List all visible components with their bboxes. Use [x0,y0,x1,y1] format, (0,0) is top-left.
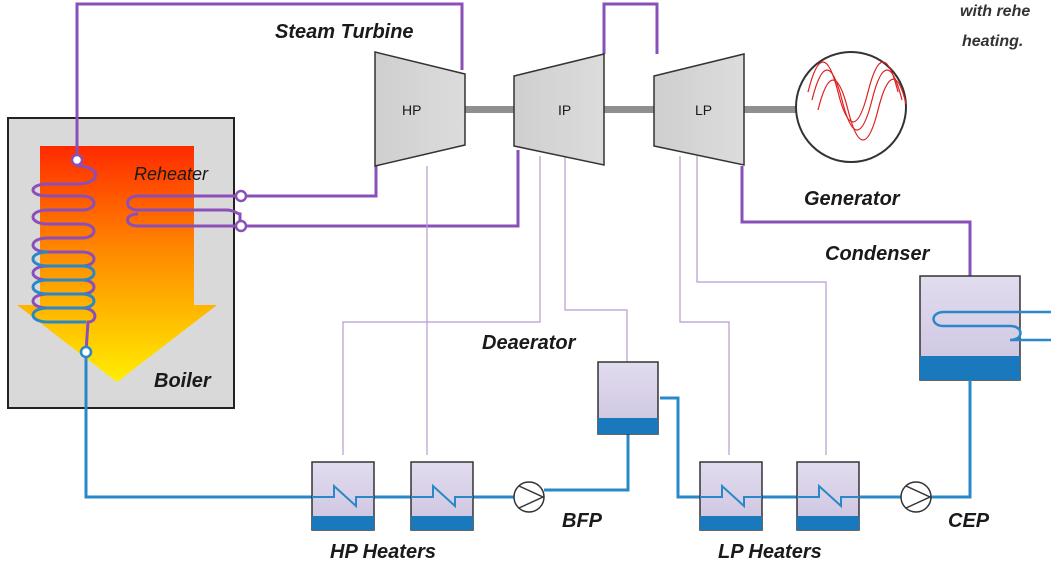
generator: Generator [795,51,907,210]
hp-label: HP [402,102,421,118]
generator-label: Generator [804,188,901,210]
generator-wave-2 [817,78,907,141]
extraction-deaerator [564,156,628,362]
lp1-to-deaerator [660,396,700,499]
bfp-label: BFP [562,510,603,532]
ip-turbine-body [513,53,605,166]
hp-heaters: HP Heaters [311,461,474,563]
lp-turbine-body [653,53,745,166]
condenser-label: Condenser [825,243,931,265]
hp1-to-boiler [84,356,312,499]
condenser-hotwell [920,356,1020,380]
boiler: Reheater Boiler [7,117,242,409]
lp-heater-1-water [700,516,762,530]
extraction-lp2 [696,156,827,455]
hp-heater-1-water [312,516,374,530]
turbine-hp: HP [374,51,466,167]
ip-label: IP [558,102,571,118]
hp-heater-2-tube [411,483,473,509]
lp-heaters-label: LP Heaters [718,541,822,563]
main-steam-line [75,2,464,158]
condenser-cooling-coil [932,310,1051,342]
reheater-label: Reheater [134,164,209,184]
condenser: Condenser [825,243,1051,381]
hp-turbine-body [374,51,466,167]
cep-label: CEP [948,510,990,532]
lp-heater-2-water [797,516,859,530]
bfp-pump-arrow [518,485,545,509]
boiler-inlet-node [79,345,93,359]
economiser-coil [31,250,96,324]
extraction-lines [342,156,827,455]
reheater-outlet-node [234,219,248,233]
bfp-pump: BFP [513,481,603,532]
hp-heaters-label: HP Heaters [330,541,436,563]
steam-lines [75,2,972,276]
cep-pump-body [900,481,932,513]
deaerator-water-level [598,418,658,434]
turbine-shaft [462,106,796,113]
feedwater-lines [84,356,972,499]
generator-wave-3 [807,61,899,123]
hp-heater-1-tube [312,483,374,509]
reheater-coil [126,194,242,228]
hp-heater-2-water [411,516,473,530]
extraction-lp1 [679,156,730,455]
cold-reheat-line [244,166,378,198]
caption-line-2: heating. [962,33,1023,50]
condensate-to-cep [930,380,972,499]
turbine-lp: LP [653,53,745,166]
crossover-line [602,2,659,54]
lp-heaters: LP Heaters [699,461,860,563]
lp-heater-1-tube [700,483,762,509]
deaerator-to-bfp [544,434,630,492]
extraction-hp2 [342,156,541,455]
boiler-label: Boiler [154,370,212,392]
lp-label: LP [695,102,712,118]
caption-line-1: with rehe [960,3,1030,20]
exhaust-line [740,166,972,276]
deaerator-label: Deaerator [482,332,577,354]
lp-heater-2-tube [797,483,859,509]
bfp-pump-body [513,481,545,513]
hot-reheat-line [244,150,520,228]
cep-pump-arrow [905,485,932,509]
boiler-outlet-node [70,153,84,167]
turbine-ip: IP [513,53,605,166]
generator-wave-1 [811,69,903,131]
reheater-inlet-node [234,189,248,203]
deaerator: Deaerator [482,332,659,435]
steam-turbine-title: Steam Turbine [275,21,414,43]
cep-pump: CEP [900,481,990,532]
